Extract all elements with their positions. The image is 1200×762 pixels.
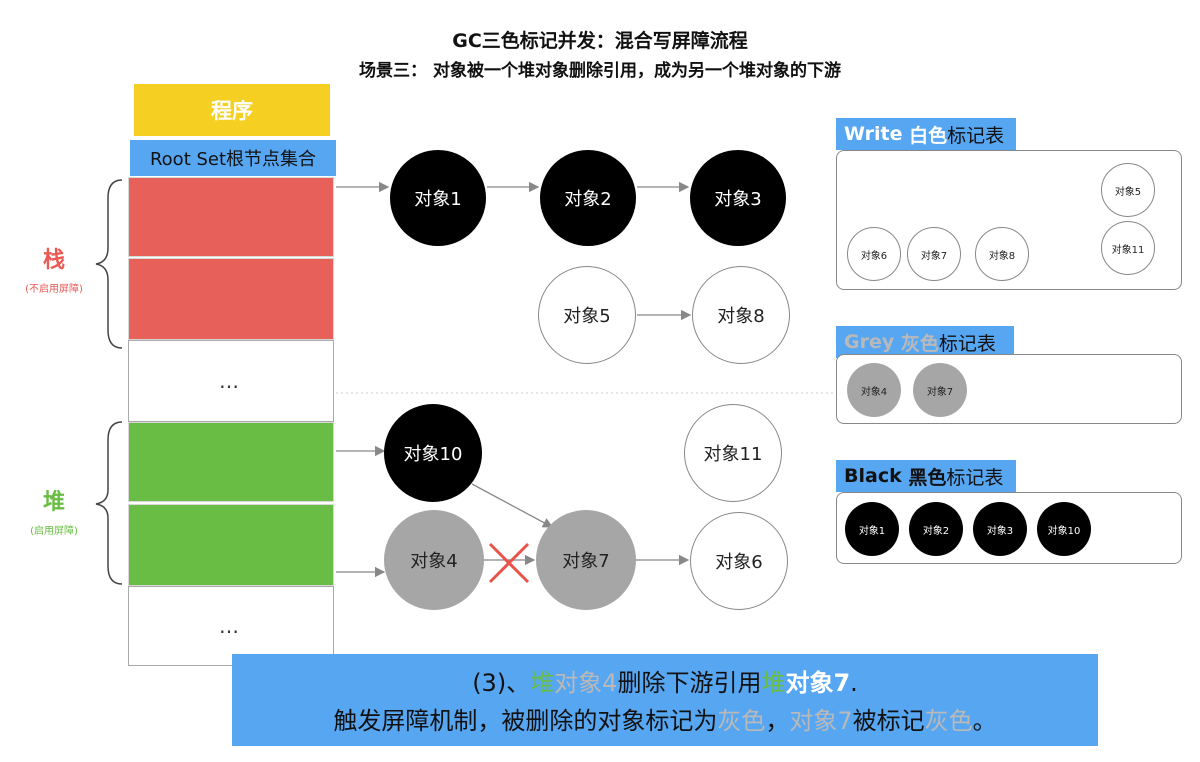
page-subtitle: 场景三： 对象被一个堆对象删除引用，成为另一个堆对象的下游 xyxy=(359,61,841,81)
heap-slot-1 xyxy=(128,422,334,502)
root-set-box: Root Set根节点集合 xyxy=(130,140,336,176)
white-table: 对象5 对象6 对象7 对象8 对象11 xyxy=(836,150,1182,290)
white-item-obj5: 对象5 xyxy=(1101,163,1155,217)
grey-item-obj7: 对象7 xyxy=(913,363,967,417)
stack-ellipsis: … xyxy=(128,340,334,422)
black-table: 对象1 对象2 对象3 对象10 xyxy=(836,492,1182,564)
heap-ellipsis: … xyxy=(128,586,334,666)
black-item-obj3: 对象3 xyxy=(973,502,1027,556)
heap-brace xyxy=(95,421,123,585)
node-obj2: 对象2 xyxy=(540,150,636,246)
white-item-obj8: 对象8 xyxy=(975,227,1029,281)
node-obj7: 对象7 xyxy=(536,510,636,610)
white-item-obj6: 对象6 xyxy=(847,227,901,281)
program-box: 程序 xyxy=(134,84,330,136)
cross-line-2 xyxy=(488,542,530,584)
grey-item-obj4: 对象4 xyxy=(847,363,901,417)
caption-box: (3)、堆对象4删除下游引用堆对象7. 触发屏障机制，被删除的对象标记为灰色，对… xyxy=(232,654,1098,746)
black-item-obj10: 对象10 xyxy=(1037,502,1091,556)
node-obj10: 对象10 xyxy=(384,404,482,502)
node-obj1: 对象1 xyxy=(390,150,486,246)
arrow-obj10-to-obj7 xyxy=(471,483,554,528)
heap-slot-2 xyxy=(128,504,334,586)
grey-table: 对象4 对象7 xyxy=(836,354,1182,424)
caption-line-1: (3)、堆对象4删除下游引用堆对象7. xyxy=(472,669,858,697)
node-obj5: 对象5 xyxy=(538,266,636,364)
stack-slot-2 xyxy=(128,258,334,340)
caption-line-2: 触发屏障机制，被删除的对象标记为灰色，对象7被标记灰色。 xyxy=(333,707,997,735)
white-item-obj7: 对象7 xyxy=(907,227,961,281)
black-item-obj2: 对象2 xyxy=(909,502,963,556)
node-obj4: 对象4 xyxy=(384,510,484,610)
node-obj11: 对象11 xyxy=(684,404,782,502)
grey-table-header: Grey 灰色标记表 xyxy=(836,326,1014,358)
black-table-header: Black 黑色标记表 xyxy=(836,460,1016,492)
stack-slot-1 xyxy=(128,177,334,257)
black-item-obj1: 对象1 xyxy=(845,502,899,556)
white-table-header: Write 白色标记表 xyxy=(836,118,1016,150)
stack-label: 栈 (不启用屏障) xyxy=(25,248,83,295)
white-item-obj11: 对象11 xyxy=(1101,221,1155,275)
heap-label: 堆 (启用屏障) xyxy=(30,490,78,537)
node-obj8: 对象8 xyxy=(692,266,790,364)
page-title: GC三色标记并发：混合写屏障流程 xyxy=(452,30,748,52)
node-obj3: 对象3 xyxy=(690,150,786,246)
node-obj6: 对象6 xyxy=(690,512,788,610)
stack-brace xyxy=(95,179,123,349)
